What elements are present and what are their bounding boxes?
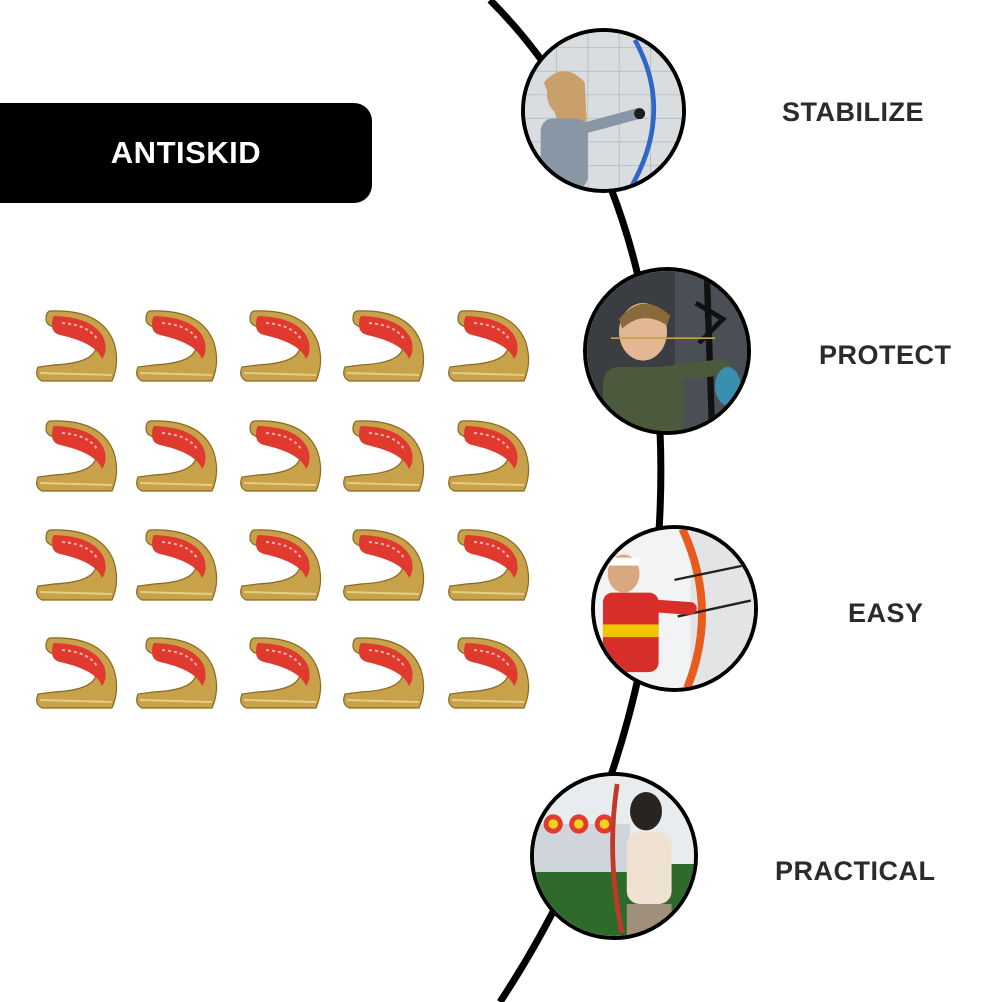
nock-icon bbox=[240, 420, 322, 492]
nock-icon bbox=[448, 420, 530, 492]
nock-icon bbox=[448, 529, 530, 601]
nock-item bbox=[32, 630, 122, 716]
nock-icon bbox=[240, 529, 322, 601]
nock-icon bbox=[136, 637, 218, 709]
nock-icon bbox=[240, 637, 322, 709]
nock-icon bbox=[36, 420, 118, 492]
nock-icon bbox=[448, 310, 530, 382]
nock-item bbox=[132, 303, 222, 389]
nock-icon bbox=[343, 529, 425, 601]
photo-stabilize bbox=[521, 28, 686, 193]
feature-label-easy: EASY bbox=[848, 598, 924, 628]
banner-label: ANTISKID bbox=[110, 135, 262, 170]
boy-with-compound-bow-image bbox=[587, 271, 747, 431]
antiskid-banner: ANTISKID bbox=[0, 103, 372, 203]
photo-practical bbox=[530, 772, 698, 940]
nock-icon bbox=[136, 310, 218, 382]
nock-item bbox=[339, 630, 429, 716]
nock-item bbox=[339, 303, 429, 389]
nock-item bbox=[236, 522, 326, 608]
nock-icon bbox=[343, 420, 425, 492]
feature-label-protect: PROTECT bbox=[819, 340, 952, 370]
nock-icon bbox=[36, 310, 118, 382]
nock-item bbox=[32, 522, 122, 608]
nock-item bbox=[132, 630, 222, 716]
nock-item bbox=[236, 303, 326, 389]
feature-label-stabilize: STABILIZE bbox=[782, 97, 924, 127]
archer-at-indoor-range-image bbox=[534, 776, 694, 936]
nock-item bbox=[339, 522, 429, 608]
nock-item bbox=[132, 522, 222, 608]
nock-icon bbox=[36, 637, 118, 709]
photo-easy bbox=[591, 525, 758, 692]
nock-item bbox=[444, 413, 534, 499]
nock-item bbox=[236, 413, 326, 499]
nock-item bbox=[444, 630, 534, 716]
nock-item bbox=[444, 522, 534, 608]
nock-icon bbox=[343, 637, 425, 709]
nock-item bbox=[32, 413, 122, 499]
archer-with-orange-bow-image bbox=[595, 529, 754, 688]
nock-icon bbox=[136, 529, 218, 601]
nock-icon bbox=[343, 310, 425, 382]
nock-item bbox=[132, 413, 222, 499]
nock-icon bbox=[36, 529, 118, 601]
nock-item bbox=[444, 303, 534, 389]
product-grid bbox=[0, 0, 560, 760]
nock-item bbox=[32, 303, 122, 389]
nock-icon bbox=[240, 310, 322, 382]
nock-icon bbox=[448, 637, 530, 709]
nock-item bbox=[236, 630, 326, 716]
photo-protect bbox=[583, 267, 751, 435]
nock-item bbox=[339, 413, 429, 499]
feature-label-practical: PRACTICAL bbox=[775, 856, 936, 886]
girl-with-recurve-bow-image bbox=[525, 32, 682, 189]
nock-icon bbox=[136, 420, 218, 492]
